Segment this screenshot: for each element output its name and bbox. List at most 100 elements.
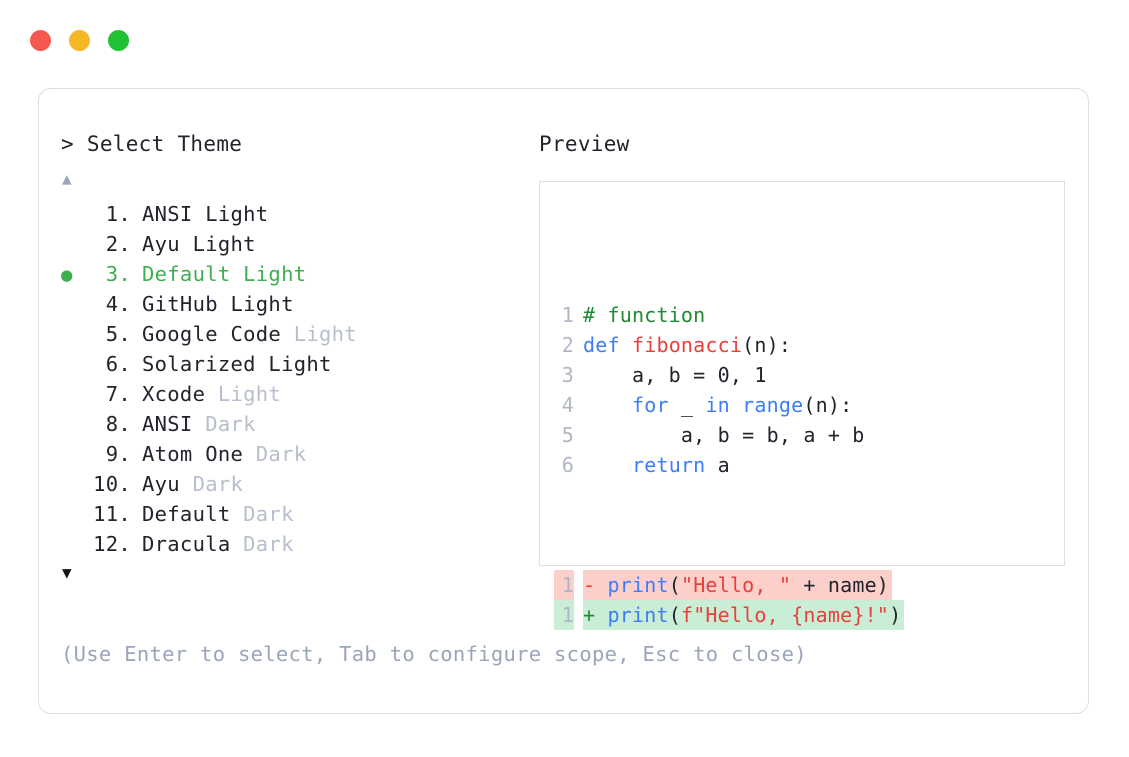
theme-list-item[interactable]: 6.Solarized Light — [61, 349, 531, 379]
diff-sign-del: - — [583, 573, 608, 597]
theme-index: 12. — [93, 532, 131, 556]
preview-title: Preview — [539, 132, 630, 156]
diff-line-del: 1 - print("Hello, " + name) — [554, 570, 1058, 600]
theme-name: Xcode Light — [142, 382, 282, 406]
theme-list-item[interactable]: 11.Default Dark — [61, 499, 531, 529]
theme-name: ANSI Light — [142, 202, 269, 226]
code-block: 1 # function 2 def fibonacci(n):3 a, b = 0,… — [554, 240, 1058, 690]
window-controls — [30, 30, 129, 51]
code-token-kw: for — [631, 393, 669, 417]
theme-variant: Light — [243, 262, 307, 286]
theme-name: Solarized Light — [142, 352, 332, 376]
theme-name: Atom One Dark — [142, 442, 307, 466]
code-line: 2 def fibonacci(n): — [554, 330, 1058, 360]
theme-index: 2. — [105, 232, 131, 256]
theme-name: Ayu Dark — [142, 472, 244, 496]
minimize-button-dot[interactable] — [69, 30, 90, 51]
diff-line-text: + print(f"Hello, {name}!") — [583, 600, 905, 630]
theme-variant: Light — [293, 322, 357, 346]
theme-variant: Dark — [243, 502, 294, 526]
theme-index: 9. — [105, 442, 131, 466]
theme-variant: Light — [230, 292, 294, 316]
code-token-fn: fibonacci — [631, 333, 743, 357]
theme-selector-pane: > Select Theme ▲ 1. ANSI Light 2. Ayu Light… — [61, 131, 531, 583]
code-line: 5 a, b = b, a + b — [554, 420, 1058, 450]
code-token-plain — [583, 453, 632, 477]
theme-list-item[interactable]: 12. Dracula Dark — [61, 529, 531, 559]
theme-list-item[interactable]: 7. Xcode Light — [61, 379, 531, 409]
code-line-text: a, b = 0, 1 — [583, 360, 767, 390]
code-token-plain: (n): — [803, 393, 853, 417]
line-number: 5 — [561, 423, 574, 447]
preview-pane: Preview 1 # function 2 def fibonacci(n):3 a… — [539, 131, 1069, 630]
code-line: 3 a, b = 0, 1 — [554, 360, 1058, 390]
theme-variant: Light — [217, 382, 282, 406]
theme-index: 7. — [105, 382, 131, 406]
code-token-plain — [583, 393, 632, 417]
code-line: 4 for _ in range(n): — [554, 390, 1058, 420]
theme-index: 1. — [105, 202, 131, 226]
line-number: 1 — [554, 570, 574, 600]
theme-index: 8. — [105, 412, 131, 436]
code-line-text: for _ in range(n): — [583, 390, 852, 420]
line-number: 1 — [561, 303, 574, 327]
selected-bullet-icon: ● — [61, 264, 73, 286]
code-token-plain: ) — [889, 603, 902, 627]
code-line-text: # function — [583, 300, 705, 330]
code-token-plain: + name) — [791, 573, 890, 597]
theme-variant: Dark — [205, 412, 256, 436]
line-number: 4 — [561, 393, 574, 417]
theme-name: Ayu Light — [142, 232, 256, 256]
code-token-str: f"Hello, {name}!" — [680, 603, 890, 627]
theme-index: 4. — [105, 292, 131, 316]
theme-name: Dracula Dark — [142, 532, 294, 556]
page-title: > Select Theme — [61, 132, 243, 156]
theme-index: 11. — [93, 502, 131, 526]
theme-list-item[interactable]: 5. Google Code Light — [61, 319, 531, 349]
code-token-kw: print — [607, 603, 669, 627]
code-token-kw: return — [631, 453, 706, 477]
code-line: 1 # function — [554, 300, 1058, 330]
theme-variant: Dark — [243, 532, 294, 556]
theme-list-item[interactable]: 9. Atom One Dark — [61, 439, 531, 469]
code-line-text: def fibonacci(n): — [583, 330, 791, 360]
code-token-plain: a, b = 0, 1 — [583, 363, 767, 387]
theme-list-item[interactable]: 2. Ayu Light — [61, 229, 531, 259]
theme-list-item[interactable]: ● 3. Default Light — [61, 259, 531, 289]
theme-index: 3. — [105, 262, 131, 286]
maximize-button-dot[interactable] — [108, 30, 129, 51]
line-number: 2 — [561, 333, 574, 357]
theme-variant: Dark — [192, 472, 244, 496]
code-preview-panel: 1 # function 2 def fibonacci(n):3 a, b = 0,… — [539, 181, 1065, 630]
theme-list-item[interactable]: 10.Ayu Dark — [61, 469, 531, 499]
diff-line-text: - print("Hello, " + name) — [583, 570, 893, 600]
diff-line-add: 1 + print(f"Hello, {name}!") — [554, 600, 1058, 630]
scroll-up-icon[interactable]: ▲ — [62, 169, 72, 188]
diff-sign-add: + — [583, 603, 608, 627]
keyboard-hint: (Use Enter to select, Tab to configure s… — [61, 642, 807, 666]
theme-list-item[interactable]: 1. ANSI Light — [61, 199, 531, 229]
theme-variant: Dark — [255, 442, 307, 466]
code-token-kw: in range — [705, 393, 804, 417]
code-token-plain: ( — [668, 603, 681, 627]
code-lines: 1 # function 2 def fibonacci(n):3 a, b = 0,… — [554, 300, 1058, 480]
line-number: 1 — [554, 600, 574, 630]
code-token-kw: print — [607, 573, 669, 597]
theme-name: Google Code Light — [142, 322, 357, 346]
code-token-plain: a — [705, 453, 730, 477]
code-token-plain: a, b = b, a + b — [583, 423, 865, 447]
diff-lines: 1- print("Hello, " + name)1+ print(f"Hel… — [554, 570, 1058, 630]
line-number: 6 — [561, 453, 574, 477]
theme-name: Default Light — [142, 262, 307, 286]
code-line: 6 return a — [554, 450, 1058, 480]
code-line-text: a, b = b, a + b — [583, 420, 865, 450]
code-token-str: "Hello, " — [680, 573, 792, 597]
code-token-plain: (n): — [742, 333, 792, 357]
close-button-dot[interactable] — [30, 30, 51, 51]
theme-list-item[interactable]: 4.GitHub Light — [61, 289, 531, 319]
scroll-down-icon[interactable]: ▼ — [62, 563, 72, 582]
code-token-plain: _ — [668, 393, 706, 417]
theme-list-item[interactable]: 8.ANSI Dark — [61, 409, 531, 439]
theme-index: 5. — [105, 322, 131, 346]
theme-picker-card: > Select Theme ▲ 1. ANSI Light 2. Ayu Light… — [38, 88, 1089, 714]
